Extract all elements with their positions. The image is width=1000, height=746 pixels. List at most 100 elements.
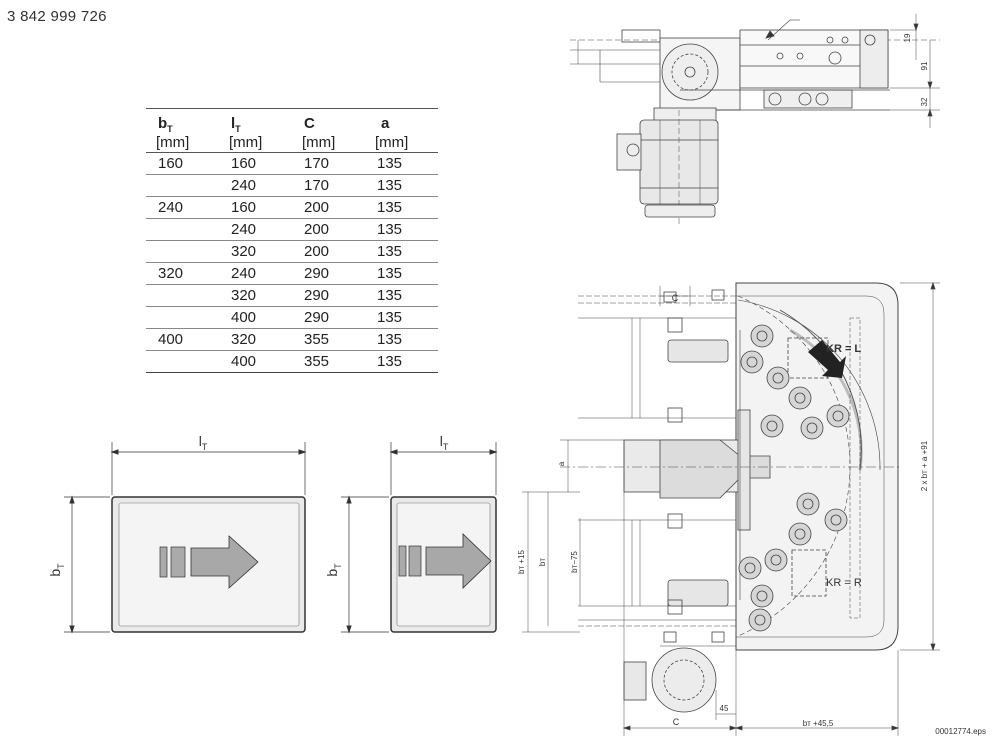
- roller: [788, 386, 812, 410]
- dim-2xbt-a-91: 2 x bᴛ + a +91: [920, 440, 929, 491]
- dim-91: 91: [920, 61, 929, 70]
- unit-cell: [mm]: [219, 132, 292, 153]
- table-cell: 400: [219, 350, 292, 373]
- table-cell: 320: [146, 262, 219, 285]
- dim-a: a: [557, 461, 566, 466]
- plan-view-rollers: [738, 324, 850, 632]
- dim-c-bottom: C: [673, 717, 680, 727]
- header-c: C: [304, 115, 315, 132]
- table-cell: 170: [292, 152, 365, 175]
- table-cell: 170: [292, 174, 365, 197]
- table-cell: 135: [365, 196, 438, 219]
- unit-cell: [mm]: [146, 132, 219, 153]
- table-cell: 240: [219, 174, 292, 197]
- part-number: 3 842 999 726: [7, 8, 107, 25]
- roller: [788, 522, 812, 546]
- header-lt: lT: [231, 115, 241, 134]
- roller: [748, 608, 772, 632]
- sketch-left: [64, 442, 307, 634]
- roller: [800, 416, 824, 440]
- table-cell: 240: [219, 218, 292, 241]
- roller: [760, 414, 784, 438]
- roller-hub: [794, 528, 806, 540]
- dim-32: 32: [920, 97, 929, 106]
- header-bt: bT: [158, 115, 173, 134]
- roller: [738, 556, 762, 580]
- table-cell: 240: [146, 196, 219, 219]
- table-cell: [146, 174, 219, 197]
- roller-hub: [830, 514, 842, 526]
- direction-arrow-kr-l: [808, 340, 846, 378]
- table-cell: 320: [219, 240, 292, 263]
- unit-cell: [mm]: [292, 132, 365, 153]
- table-cell: 320: [219, 328, 292, 351]
- table-cell: 240: [219, 262, 292, 285]
- table-cell: 290: [292, 262, 365, 285]
- table-cell: 135: [365, 284, 438, 307]
- table-cell: 355: [292, 350, 365, 373]
- table-header-row: bT lT C a: [146, 108, 438, 134]
- roller-hub: [754, 614, 766, 626]
- dim-bt: bᴛ: [538, 558, 547, 566]
- table-cell: 135: [365, 152, 438, 175]
- table-cell: 290: [292, 306, 365, 329]
- table-cell: 320: [219, 284, 292, 307]
- roller-hub: [746, 356, 758, 368]
- roller-hub: [756, 330, 768, 342]
- dim-19: 19: [903, 33, 912, 42]
- roller: [740, 350, 764, 374]
- roller-hub: [744, 562, 756, 574]
- roller: [750, 584, 774, 608]
- roller-hub: [802, 498, 814, 510]
- table-cell: 400: [219, 306, 292, 329]
- table-cell: 200: [292, 196, 365, 219]
- table-cell: [146, 284, 219, 307]
- roller-hub: [770, 554, 782, 566]
- table-cell: 135: [365, 306, 438, 329]
- left-lt-label: lT: [199, 433, 208, 452]
- table-cell: 160: [219, 196, 292, 219]
- label-kr-r: KR = R: [826, 577, 862, 589]
- header-a: a: [381, 115, 390, 132]
- table-units-row: [mm] [mm] [mm] [mm]: [146, 132, 438, 153]
- plan-view-drawing: [522, 281, 940, 736]
- roller: [826, 404, 850, 428]
- roller: [766, 366, 790, 390]
- left-bt-label: bT: [47, 563, 66, 577]
- roller: [764, 548, 788, 572]
- table-cell: 135: [365, 240, 438, 263]
- dim-c-top: C: [672, 293, 679, 303]
- right-bt-label: bT: [324, 563, 343, 577]
- table-cell: 135: [365, 218, 438, 241]
- unit-cell: [mm]: [365, 132, 438, 153]
- roller-hub: [794, 392, 806, 404]
- table-cell: 135: [365, 262, 438, 285]
- roller-hub: [766, 420, 778, 432]
- roller: [796, 492, 820, 516]
- table-cell: [146, 240, 219, 263]
- table-cell: 135: [365, 328, 438, 351]
- table-cell: [146, 350, 219, 373]
- table-cell: 135: [365, 174, 438, 197]
- table-cell: [146, 218, 219, 241]
- table-cell: 200: [292, 240, 365, 263]
- side-view-drawing: [570, 14, 940, 225]
- roller-hub: [806, 422, 818, 434]
- roller-hub: [832, 410, 844, 422]
- table-cell: 135: [365, 350, 438, 373]
- table-cell: 200: [292, 218, 365, 241]
- roller-hub: [756, 590, 768, 602]
- table-cell: 400: [146, 328, 219, 351]
- sketch-right: [341, 442, 498, 634]
- label-kr-l: KR = L: [826, 343, 861, 355]
- table-cell: [146, 306, 219, 329]
